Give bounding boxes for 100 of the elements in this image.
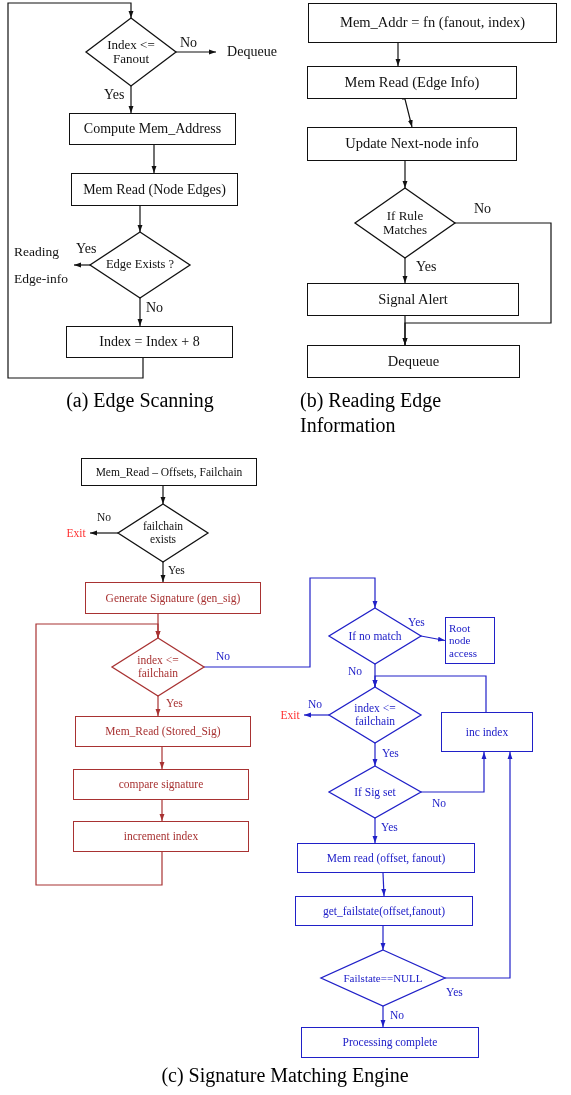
step-label: Mem Read (Edge Info): [344, 74, 480, 91]
process-box: [71, 173, 238, 206]
edge-label: Yes: [166, 698, 183, 710]
decision-diamond: [112, 638, 204, 696]
edge-label: Yes: [104, 88, 125, 102]
decision-diamond: [321, 950, 445, 1006]
step-label: index <= failchain: [136, 654, 180, 680]
edge-label: No: [432, 798, 447, 810]
edge-label: No: [216, 651, 231, 663]
arrow: [7, 2, 144, 379]
process-box: [75, 716, 251, 747]
step-label: Processing complete: [342, 1036, 438, 1049]
process-box: [69, 113, 236, 145]
step-label: Dequeue: [387, 353, 440, 370]
arrow: [160, 561, 166, 583]
step-label: If Rule Matches: [381, 208, 428, 238]
arrow: [372, 817, 378, 844]
edge-label: No: [146, 301, 164, 315]
arrow: [380, 925, 386, 951]
arrow: [151, 144, 157, 174]
arrow: [402, 160, 408, 189]
process-box: [307, 66, 517, 99]
exit-label: Exit: [280, 708, 300, 722]
figure-caption: (a) Edge Scanning: [65, 388, 215, 413]
arrow: [401, 98, 413, 128]
step-label: Index = Index + 8: [99, 334, 200, 350]
process-box: [297, 843, 475, 873]
edge-label: Yes: [381, 822, 398, 834]
step-label: Mem Read (Node Edges): [83, 181, 226, 198]
terminal-label: Dequeue: [227, 44, 277, 60]
step-label: Generate Signature (gen_sig): [105, 591, 241, 605]
edge-label: Yes: [382, 748, 399, 760]
arrow: [402, 315, 408, 346]
edge-label: No: [180, 36, 198, 50]
arrow: [159, 746, 165, 770]
edge-label: No: [308, 699, 323, 711]
process-box: [81, 458, 257, 486]
edge-label: No: [474, 202, 492, 216]
process-box: [73, 821, 249, 852]
edge-label: Yes: [168, 565, 185, 577]
process-box: [441, 712, 533, 752]
decision-diamond: [329, 687, 421, 743]
arrow: [160, 485, 166, 505]
step-label: failchain exists: [141, 520, 185, 546]
step-label: Root node access: [449, 622, 479, 659]
figure-caption: (c) Signature Matching Engine: [160, 1063, 410, 1088]
arrow: [137, 297, 143, 327]
edge-label: Yes: [76, 242, 97, 256]
edge-label: No: [390, 1010, 405, 1022]
process-box: [295, 896, 473, 926]
edge-label: Yes: [446, 987, 463, 999]
step-label: Failstate==NULL: [343, 971, 423, 985]
step-label: compare signature: [118, 778, 204, 791]
step-label: Index <= Fanout: [106, 37, 156, 67]
edge-label: No: [348, 666, 363, 678]
edge-label: Yes: [416, 260, 437, 274]
decision-diamond: [329, 766, 421, 818]
step-label: If Sig set: [354, 785, 396, 799]
process-box: [307, 345, 520, 378]
arrow: [35, 623, 163, 886]
step-label: inc index: [465, 725, 509, 739]
process-box: [307, 127, 517, 161]
process-box: [307, 283, 519, 316]
arrow: [420, 751, 487, 793]
step-label: Mem_Read (Stored_Sig): [105, 725, 221, 738]
step-label: Compute Mem_Address: [83, 121, 222, 137]
arrow: [380, 1005, 386, 1028]
step-label: Mem read (offset, fanout): [326, 851, 446, 865]
edge-label: No: [97, 512, 112, 524]
step-label: get_failstate(offset,fanout): [322, 904, 446, 918]
step-label: Mem_Read – Offsets, Failchain: [95, 465, 243, 479]
arrow: [203, 577, 378, 668]
process-box: [301, 1027, 479, 1058]
arrow: [159, 799, 165, 822]
arrow: [372, 742, 378, 767]
step-label: Mem_Addr = fn (fanout, index): [340, 15, 525, 31]
arrow: [137, 205, 143, 233]
arrow: [128, 85, 134, 114]
process-box: [308, 3, 557, 43]
arrow: [73, 262, 91, 268]
edge-label: Yes: [408, 617, 425, 629]
arrow: [402, 257, 408, 284]
arrow: [303, 712, 330, 718]
arrow: [155, 695, 161, 717]
exit-label: Exit: [66, 526, 86, 540]
process-box: [73, 769, 249, 800]
step-label: If no match: [348, 629, 402, 643]
step-label: Update Next-node info: [345, 136, 479, 152]
decision-diamond: [355, 188, 455, 258]
figure-caption: (b) Reading Edge Information: [300, 388, 443, 438]
arrow: [420, 635, 446, 642]
process-box: [445, 617, 495, 664]
arrow: [395, 42, 401, 67]
step-label: Edge Exists ?: [105, 258, 174, 272]
step-label: index <= failchain: [353, 702, 397, 728]
arrow: [444, 751, 513, 979]
arrow: [372, 675, 487, 713]
process-box: [85, 582, 261, 614]
arrow: [89, 530, 119, 536]
arrow: [381, 872, 387, 897]
